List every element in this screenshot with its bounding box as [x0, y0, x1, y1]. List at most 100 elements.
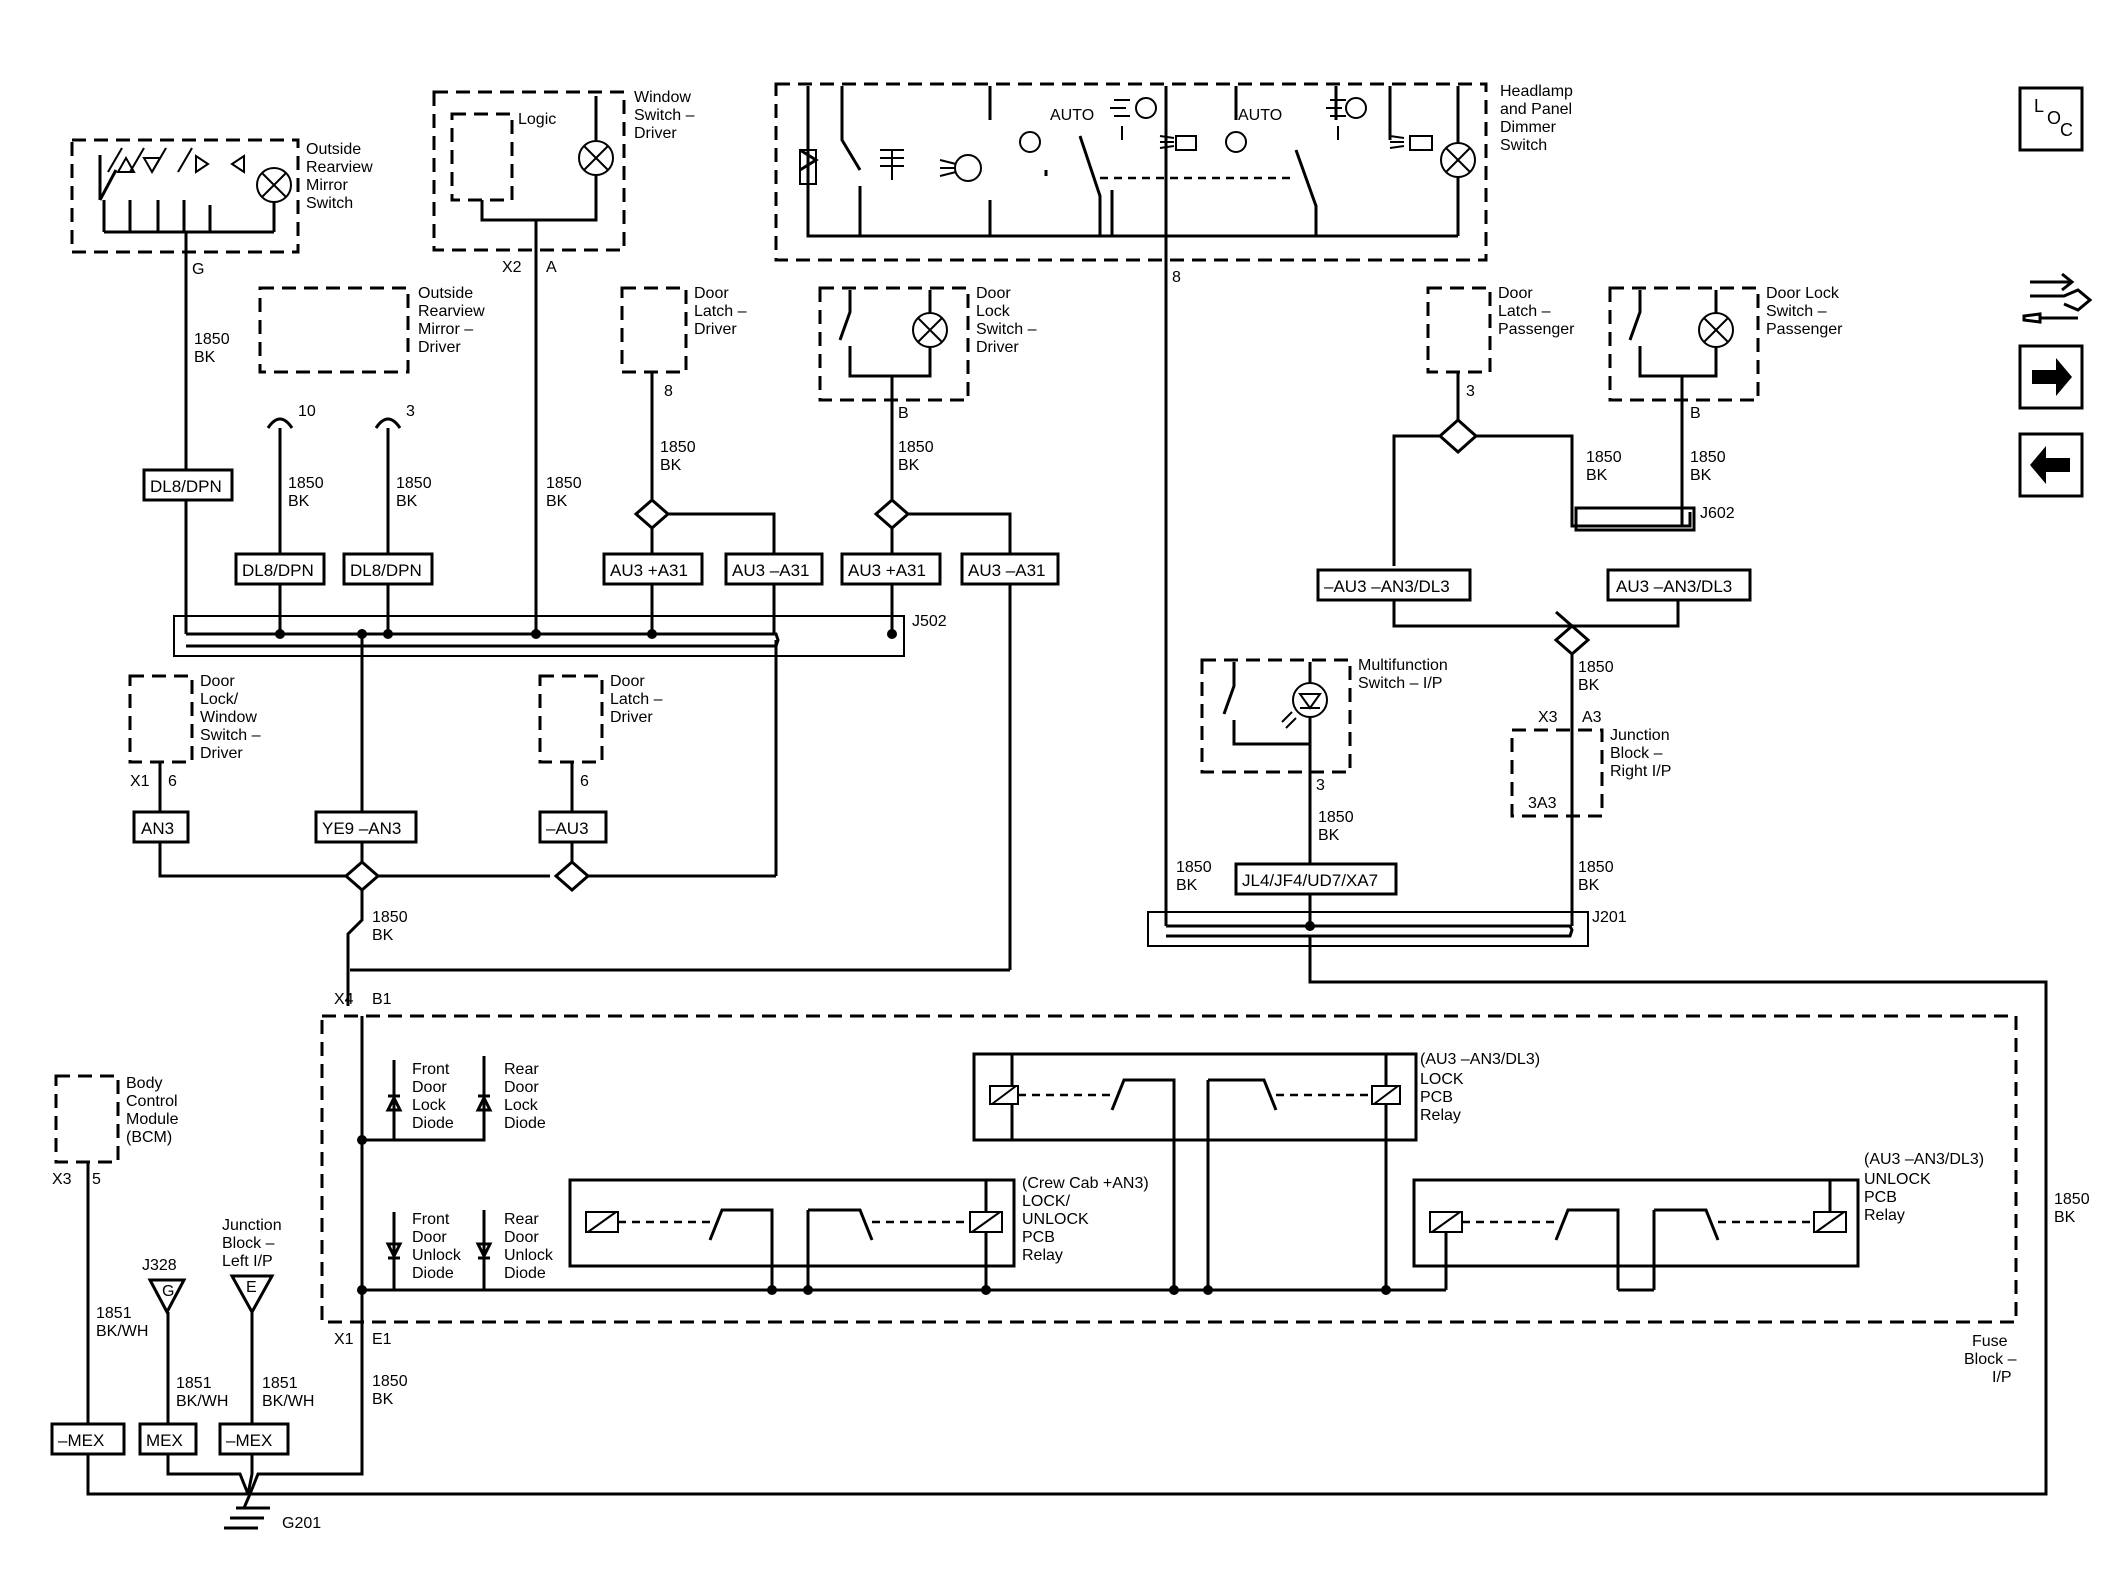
pin-label: E1	[372, 1331, 392, 1348]
wire-color: BK/WH	[262, 1393, 314, 1410]
lock-sw-driver-label-4: Driver	[976, 339, 1019, 356]
wire-gauge: 1850	[1578, 659, 1614, 676]
front-lock-diode-4: Diode	[412, 1115, 454, 1132]
front-lock-diode-3: Lock	[412, 1097, 447, 1114]
wire-gauge: 1850	[396, 475, 432, 492]
pin-label: 3	[1316, 777, 1325, 794]
pin-label: X3	[1538, 709, 1558, 726]
mirror-up-icon	[116, 155, 136, 173]
latch-pass-label-2: Latch –	[1498, 303, 1551, 320]
window-logic-label: Logic	[518, 111, 556, 128]
door-lock-window-switch-driver: Door Lock/ Window Switch – Driver	[128, 673, 261, 764]
dlws-label-3: Window	[200, 709, 257, 726]
mirror-driver-label-2: Rearview	[418, 303, 485, 320]
wire-labels-upper: 1850 BK 1850 BK 1850 BK 1850 BK 1850 BK …	[194, 331, 1735, 522]
junction-block-right-ip: 3A3 Junction Block – Right I/P	[1510, 727, 1671, 818]
pin-label: 10	[298, 403, 316, 420]
wire-gauge: 1850	[546, 475, 582, 492]
unlock-pcb-relay-option: (AU3 –AN3/DL3)	[1864, 1151, 1984, 1168]
headlamp-switch-label-3: Dimmer	[1500, 119, 1557, 136]
splice-j328: J328 G	[142, 1257, 187, 1316]
mirror-down-icon	[142, 157, 162, 175]
mirror-switch-label-1: Outside	[306, 141, 361, 158]
fuse-block-label-2: Block –	[1964, 1351, 2017, 1368]
wire-color: BK	[1578, 877, 1600, 894]
wire-gauge: 1850	[1586, 449, 1622, 466]
outside-rearview-mirror-driver: Outside Rearview Mirror – Driver	[258, 285, 485, 440]
lock-unlock-pcb-relay-label-1: LOCK/	[1022, 1193, 1071, 1210]
window-switch-driver: Logic Window Switch – Driver	[432, 89, 695, 252]
dlws-label-5: Driver	[200, 745, 243, 762]
lock-unlock-pcb-relay-label-4: Relay	[1022, 1247, 1063, 1264]
option-dl8-dpn-10: DL8/DPN	[242, 561, 314, 580]
pin-label: X3	[52, 1171, 72, 1188]
jb-right-pin-3a3: 3A3	[1528, 795, 1557, 812]
window-switch-label-2: Switch –	[634, 107, 695, 124]
wire-gauge: 1850	[288, 475, 324, 492]
option-au3-a31-minus-right: AU3 –A31	[968, 561, 1046, 580]
unlock-pcb-relay-label-3: Relay	[1864, 1207, 1905, 1224]
headlamp-auto-label-2: AUTO	[1238, 107, 1282, 124]
rear-lock-diode-1: Rear	[504, 1061, 539, 1078]
option-au3-an3-dl3: AU3 –AN3/DL3	[1616, 577, 1732, 596]
wire-color: BK/WH	[96, 1323, 148, 1340]
window-switch-label-1: Window	[634, 89, 691, 106]
mirror-switch-label-4: Switch	[306, 195, 353, 212]
fuse-block-ip: Fuse Block – I/P Front Door Lock Diode R…	[320, 1014, 2018, 1386]
wire-color: BK	[1578, 677, 1600, 694]
schematic-tools-icon[interactable]	[2022, 272, 2093, 324]
fuse-block-label-1: Fuse	[1972, 1333, 2008, 1350]
splice-j201: J201	[1592, 909, 1627, 926]
option-minus-mex-left: –MEX	[58, 1431, 104, 1450]
option-jl4-jf4-ud7-xa7: JL4/JF4/UD7/XA7	[1242, 871, 1378, 890]
loc-o-letter: O	[2047, 108, 2061, 128]
dlws-label-4: Switch –	[200, 727, 261, 744]
dlws-label-2: Lock/	[200, 691, 239, 708]
wire-gauge: 1850	[1176, 859, 1212, 876]
wire-gauge: 1851	[262, 1375, 298, 1392]
option-mex: MEX	[146, 1431, 183, 1450]
mirror-driver-label-4: Driver	[418, 339, 461, 356]
unlock-pcb-relay-label-1: UNLOCK	[1864, 1171, 1931, 1188]
option-minus-au3: –AU3	[546, 819, 589, 838]
wire-gauge: 1850	[1690, 449, 1726, 466]
front-unlock-diode-2: Door	[412, 1229, 447, 1246]
wire-color: BK	[372, 927, 394, 944]
option-minus-au3-an3-dl3: –AU3 –AN3/DL3	[1324, 577, 1450, 596]
next-page-button[interactable]	[2018, 344, 2084, 410]
mirror-switch-label-3: Mirror	[306, 177, 348, 194]
lock-sw-driver-label-3: Switch –	[976, 321, 1037, 338]
jb-left-pin: E	[246, 1279, 257, 1296]
rear-unlock-diode-4: Diode	[504, 1265, 546, 1282]
pin-label: 5	[92, 1171, 101, 1188]
rear-lock-diode-3: Lock	[504, 1097, 539, 1114]
front-unlock-diode-1: Front	[412, 1211, 450, 1228]
wire-color: BK	[898, 457, 920, 474]
wire-gauge: 1850	[660, 439, 696, 456]
door-latch-passenger: Door Latch – Passenger	[1426, 285, 1575, 374]
wire-gauge: 1850	[2054, 1191, 2090, 1208]
latch-pass-label-3: Passenger	[1498, 321, 1575, 338]
front-lock-diode-2: Door	[412, 1079, 447, 1096]
latch-pass-label-1: Door	[1498, 285, 1533, 302]
wire-gauge: 1851	[176, 1375, 212, 1392]
option-boxes-mid: AN3 YE9 –AN3 –AU3 JL4/JF4/UD7/XA7	[132, 810, 1398, 896]
lock-sw-pass-label-3: Passenger	[1766, 321, 1843, 338]
wire-color: BK	[546, 493, 568, 510]
splice-j602: J602	[1700, 505, 1735, 522]
latch-driver-b-label-1: Door	[610, 673, 645, 690]
loc-l-letter: L	[2034, 96, 2044, 116]
splice-j328-label: J328	[142, 1257, 177, 1274]
pin-label: A	[546, 259, 557, 276]
pin-label: A3	[1582, 709, 1602, 726]
loc-button[interactable]: L O C	[2018, 86, 2084, 152]
rear-unlock-diode-3: Unlock	[504, 1247, 554, 1264]
wire-group-lower: J201	[88, 646, 2048, 1496]
previous-page-button[interactable]	[2018, 432, 2084, 498]
pin-label: X1	[334, 1331, 354, 1348]
wire-color: BK	[1690, 467, 1712, 484]
option-au3-a31-plus-left: AU3 +A31	[610, 561, 688, 580]
lock-sw-driver-label-1: Door	[976, 285, 1011, 302]
dlws-label-1: Door	[200, 673, 235, 690]
